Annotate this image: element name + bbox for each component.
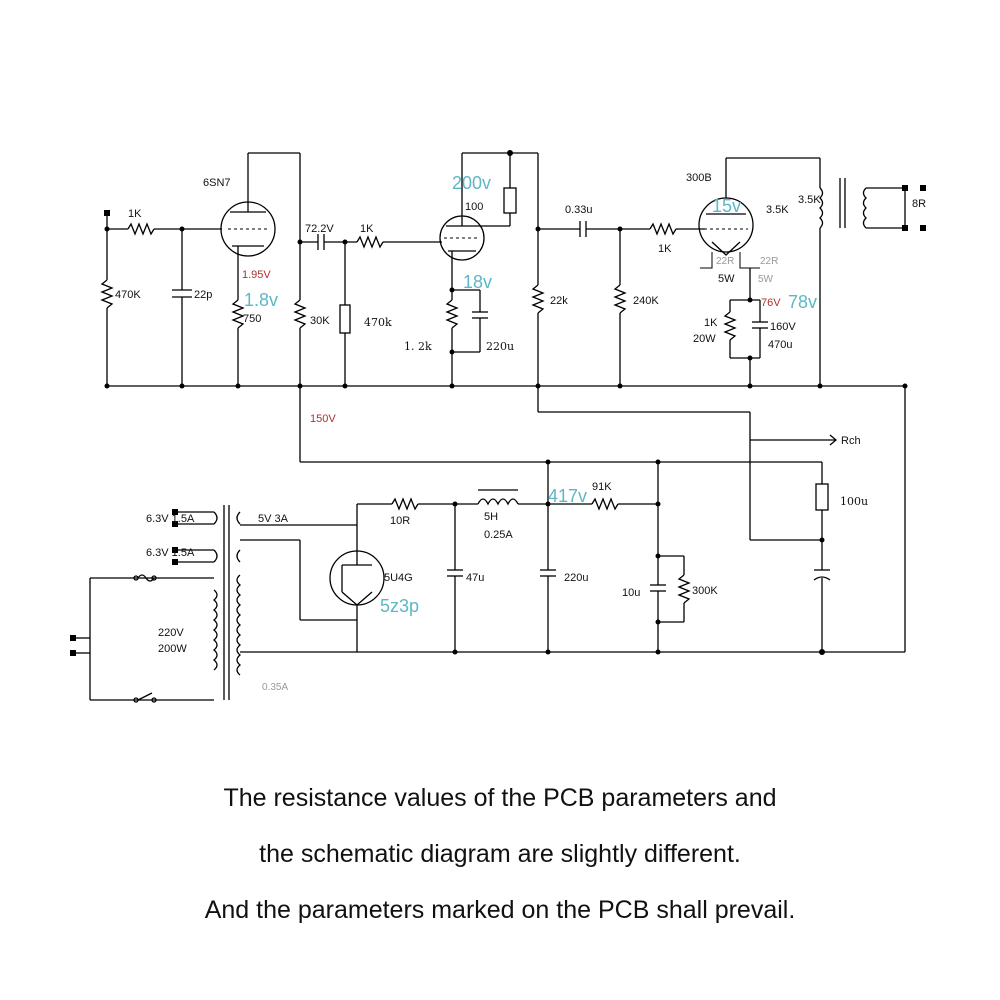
power-supply xyxy=(357,459,691,655)
label-220v: 220V xyxy=(158,627,184,639)
label-1k-input: 1K xyxy=(128,208,142,220)
input-stage xyxy=(100,210,222,389)
output-transformer xyxy=(817,178,926,389)
label-5z3p: 5z3p xyxy=(380,596,419,616)
label-1-8v: 1.8v xyxy=(244,290,278,310)
component-labels: 6SN7 1K 470K 22p 1.95V 1.8v 750 72.2V 1K… xyxy=(115,172,926,693)
label-8r: 8R xyxy=(912,198,926,210)
label-240k: 240K xyxy=(633,295,659,307)
label-6-3v-b: 6.3V 1.5A xyxy=(146,547,195,559)
label-160v: 160V xyxy=(770,321,796,333)
tube-5u4g xyxy=(240,504,455,653)
label-6sn7: 6SN7 xyxy=(203,177,231,189)
label-6-3v-a: 6.3V 1.5A xyxy=(146,513,195,525)
label-470k-b: 470k xyxy=(364,316,392,329)
label-22p: 22p xyxy=(194,289,212,301)
label-47u: 47u xyxy=(466,572,484,584)
tube-300b xyxy=(698,157,821,389)
label-rch: Rch xyxy=(841,435,861,447)
coupling-stage xyxy=(300,234,442,389)
supply-filter xyxy=(750,434,838,655)
label-10u: 10u xyxy=(622,587,640,599)
label-1-2k: 1. 2k xyxy=(404,340,432,353)
label-76v: 76V xyxy=(761,297,781,309)
mains-switch xyxy=(133,574,157,703)
label-200v: 200v xyxy=(452,173,491,193)
caption-line-1: The resistance values of the PCB paramet… xyxy=(223,784,777,812)
label-5w-b: 5W xyxy=(758,274,774,285)
label-0-25a: 0.25A xyxy=(484,529,513,541)
label-22r-b: 22R xyxy=(760,256,778,267)
ground-bus xyxy=(107,385,906,653)
label-200w: 200W xyxy=(158,643,187,655)
label-470u: 470u xyxy=(768,339,792,351)
label-100: 100 xyxy=(465,201,483,213)
label-300b: 300B xyxy=(686,172,712,184)
caption-line-2: the schematic diagram are slightly diffe… xyxy=(259,840,741,868)
label-78v: 78v xyxy=(788,292,817,312)
label-0-35a: 0.35A xyxy=(262,682,288,693)
label-5h: 5H xyxy=(484,511,498,523)
label-3-5k-b: 3.5K xyxy=(798,194,821,206)
label-5w-a: 5W xyxy=(718,273,735,285)
label-22r-a: 22R xyxy=(716,256,734,267)
label-750: 750 xyxy=(243,313,261,325)
label-5u4g: 5U4G xyxy=(384,572,413,584)
label-417v: 417v xyxy=(548,486,587,506)
label-1k-c: 1K xyxy=(658,243,672,255)
label-470k-input: 470K xyxy=(115,289,141,301)
label-1-95v: 1.95V xyxy=(242,269,271,281)
caption: The resistance values of the PCB paramet… xyxy=(0,770,1000,938)
label-30k: 30K xyxy=(310,315,330,327)
label-5v-3a: 5V 3A xyxy=(258,513,289,525)
label-15v: 15v xyxy=(712,196,741,216)
label-20w: 20W xyxy=(693,333,716,345)
label-220u-b: 220u xyxy=(564,572,588,584)
label-91k: 91K xyxy=(592,481,612,493)
label-300k: 300K xyxy=(692,585,718,597)
tube-6sn7 xyxy=(220,152,307,389)
label-150v: 150V xyxy=(310,413,336,425)
label-1k-b: 1K xyxy=(360,223,374,235)
label-0-33u: 0.33u xyxy=(565,204,593,216)
caption-line-3: And the parameters marked on the PCB sha… xyxy=(204,896,796,924)
label-22k: 22k xyxy=(550,295,568,307)
tube-driver xyxy=(439,150,545,389)
label-100u: 100u xyxy=(840,495,868,508)
label-18v: 18v xyxy=(463,272,492,292)
output-coupling xyxy=(538,221,705,389)
label-1k-20w: 1K xyxy=(704,317,718,329)
label-220u: 220u xyxy=(486,340,514,353)
label-72-2v: 72.2V xyxy=(305,223,334,235)
label-3-5k: 3.5K xyxy=(766,204,789,216)
power-transformer xyxy=(70,505,242,701)
label-10r: 10R xyxy=(390,515,410,527)
